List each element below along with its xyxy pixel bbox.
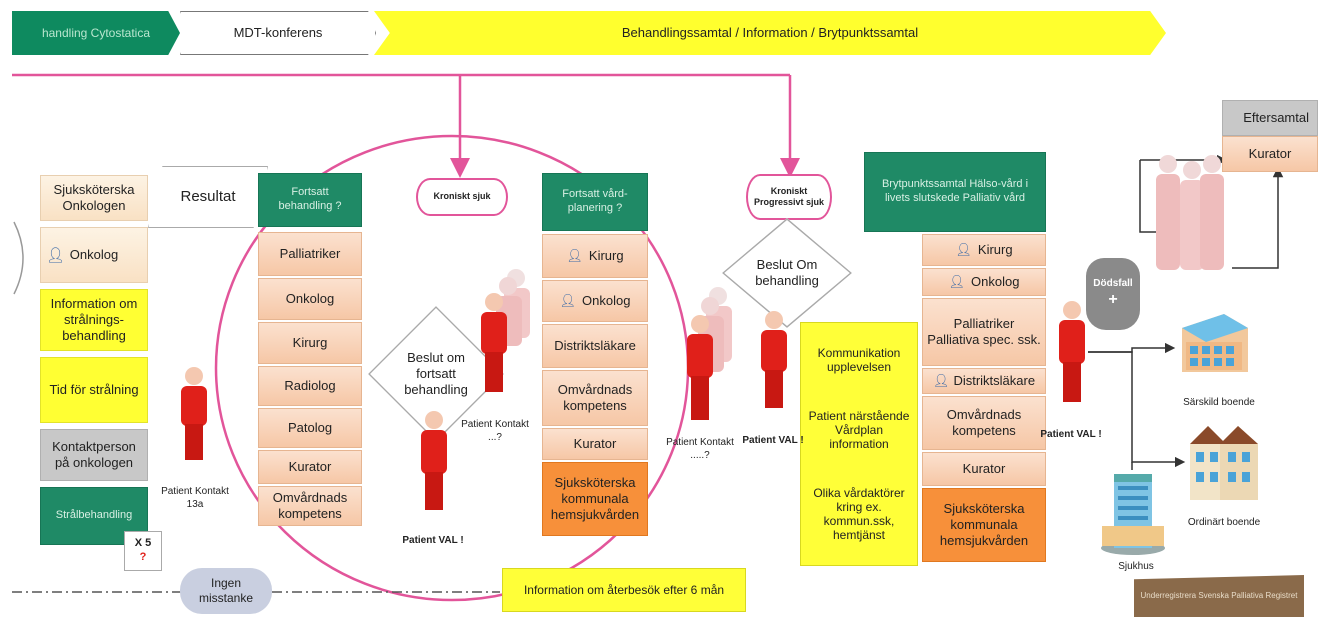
left-item-sjukskoterska: Sjuksköterska Onkologen	[40, 175, 148, 221]
ordinart-label: Ordinärt boende	[1187, 517, 1261, 528]
col3-item: Omvårdnads kompetens	[542, 370, 648, 426]
header-segment-behandlingssamtal: Behandlingssamtal / Information / Brytpu…	[374, 11, 1166, 55]
col3-item: Kurator	[542, 428, 648, 460]
info-vardaktorer: Olika vårdaktörer kring ex. kommun.ssk, …	[813, 485, 905, 542]
col3-list: 👤︎ Kirurg 👤︎ Onkolog Distriktsläkare Omvår…	[542, 234, 648, 536]
patient-label-2: Patient VAL !	[402, 535, 464, 546]
col4-item: Palliatriker Palliativa spec. ssk.	[922, 298, 1046, 366]
dodsfall-badge: Dödsfall +	[1086, 258, 1140, 330]
col4-item: 👤︎Distriktsläkare	[922, 368, 1046, 394]
col2-item: Radiolog	[258, 366, 362, 406]
sjukhus-label: Sjukhus	[1118, 561, 1154, 572]
person-icon: 👤︎	[955, 241, 972, 257]
patient-label-3: Patient Kontakt ...?	[461, 419, 529, 443]
header-segment-cytostatica: handling Cytostatica	[12, 11, 180, 55]
col2-header: Fortsatt behandling ?	[258, 173, 362, 227]
building-ordinart-icon	[1190, 426, 1258, 500]
register-badge: Underregistrera Svenska Palliativa Regis…	[1134, 575, 1304, 617]
building-sarskild-icon	[1182, 314, 1248, 372]
col4-item: Kurator	[922, 452, 1046, 486]
col2-item: Patolog	[258, 408, 362, 448]
col4-item: 👤︎ Onkolog	[922, 268, 1046, 296]
col3-item: Sjuksköterska kommunala hemsjukvården	[542, 462, 648, 536]
cross-icon: +	[1108, 291, 1118, 309]
patient-label-5: Patient VAL !	[742, 435, 804, 446]
left-item-tid: Tid för strålning	[40, 357, 148, 423]
col4-item-label: Kirurg	[977, 241, 1013, 257]
col2-item: Kurator	[258, 450, 362, 484]
col2-item: Omvårdnads kompetens	[258, 486, 362, 526]
col3-item-label: Onkolog	[582, 292, 631, 308]
sarskild-label: Särskild boende	[1183, 397, 1255, 408]
cylinder-kroniskt-sjuk: Kroniskt sjuk	[416, 178, 508, 216]
col4-header: Brytpunktssamtal Hälso-vård i livets slu…	[864, 152, 1046, 232]
person-icon: 👤︎	[932, 372, 950, 388]
col2-item: Palliatriker	[258, 232, 362, 276]
left-item-kontaktperson: Kontaktperson på onkologen	[40, 429, 148, 481]
col3-item: Distriktsläkare	[542, 324, 648, 368]
person-icon: 👤︎	[559, 292, 577, 308]
patient-label-6: Patient VAL !	[1040, 429, 1102, 440]
col4-item: Omvårdnads kompetens	[922, 396, 1046, 450]
col2-item: Onkolog	[258, 278, 362, 320]
col3-header: Fortsatt vård-planering ?	[542, 173, 648, 231]
building-sjukhus-icon	[1101, 474, 1165, 555]
family-group	[1156, 155, 1224, 270]
patient-label-4: Patient Kontakt .....?	[666, 437, 734, 461]
col4-item-label: Onkolog	[971, 273, 1020, 289]
ingen-misstanke-pill: Ingen misstanke	[180, 568, 272, 614]
diamond-beslut-fortsatt-text: Beslut om fortsatt behandling	[404, 349, 468, 398]
header-segment-mdt: MDT-konferens	[180, 11, 376, 55]
col2-list: Palliatriker Onkolog Kirurg Radiolog Pat…	[258, 232, 362, 526]
person-icon: 👤︎	[566, 247, 583, 263]
patient-group-4	[687, 287, 732, 420]
info-aterbesok: Information om återbesök efter 6 mån	[502, 568, 746, 612]
col3-item: 👤︎ Kirurg	[542, 234, 648, 278]
xs-box: X 5 ?	[124, 531, 162, 571]
patient-label-1: Patient Kontakt 13a	[161, 486, 229, 510]
col3-item: 👤︎ Onkolog	[542, 280, 648, 322]
eftersamtal-box: Eftersamtal	[1222, 100, 1318, 136]
xs-label: X 5	[134, 537, 152, 550]
kurator-right-box: Kurator	[1222, 136, 1318, 172]
person-icon: 👤︎	[948, 273, 966, 289]
col2-item: Kirurg	[258, 322, 362, 364]
xs-question-mark: ?	[139, 551, 147, 563]
patient-figure-2	[421, 411, 447, 510]
col4-item-label: Distriktsläkare	[953, 372, 1036, 388]
info-yellow-box: Kommunikation upplevelsen Patient närstå…	[800, 322, 918, 566]
diamond-beslut-om-behandling-text: Beslut Om behandling	[755, 256, 819, 288]
col4-list: 👤︎ Kirurg 👤︎ Onkolog Palliatriker Palliati…	[922, 234, 1046, 562]
resultat-label: Resultat	[148, 166, 268, 228]
patient-figure-6	[1059, 301, 1085, 402]
cylinder-kroniskt-progressivt: Kroniskt Progressivt sjuk	[746, 174, 832, 220]
col4-item: 👤︎ Kirurg	[922, 234, 1046, 266]
dodsfall-label: Dödsfall	[1093, 277, 1133, 289]
left-item-onkolog: Onkolog	[40, 227, 148, 283]
info-kommunikation: Kommunikation upplevelsen	[817, 346, 901, 375]
patient-figure-1	[181, 367, 207, 460]
col3-item-label: Kirurg	[588, 247, 624, 263]
left-item-information: Information om strålnings-behandling	[40, 289, 148, 351]
patient-group-3	[481, 269, 530, 392]
person-icon: 👤︎	[46, 247, 66, 264]
info-patient-narstaende: Patient närstående Vårdplan information	[808, 408, 910, 451]
col4-item: Sjuksköterska kommunala hemsjukvården	[922, 488, 1046, 562]
patient-figure-5	[761, 311, 787, 408]
